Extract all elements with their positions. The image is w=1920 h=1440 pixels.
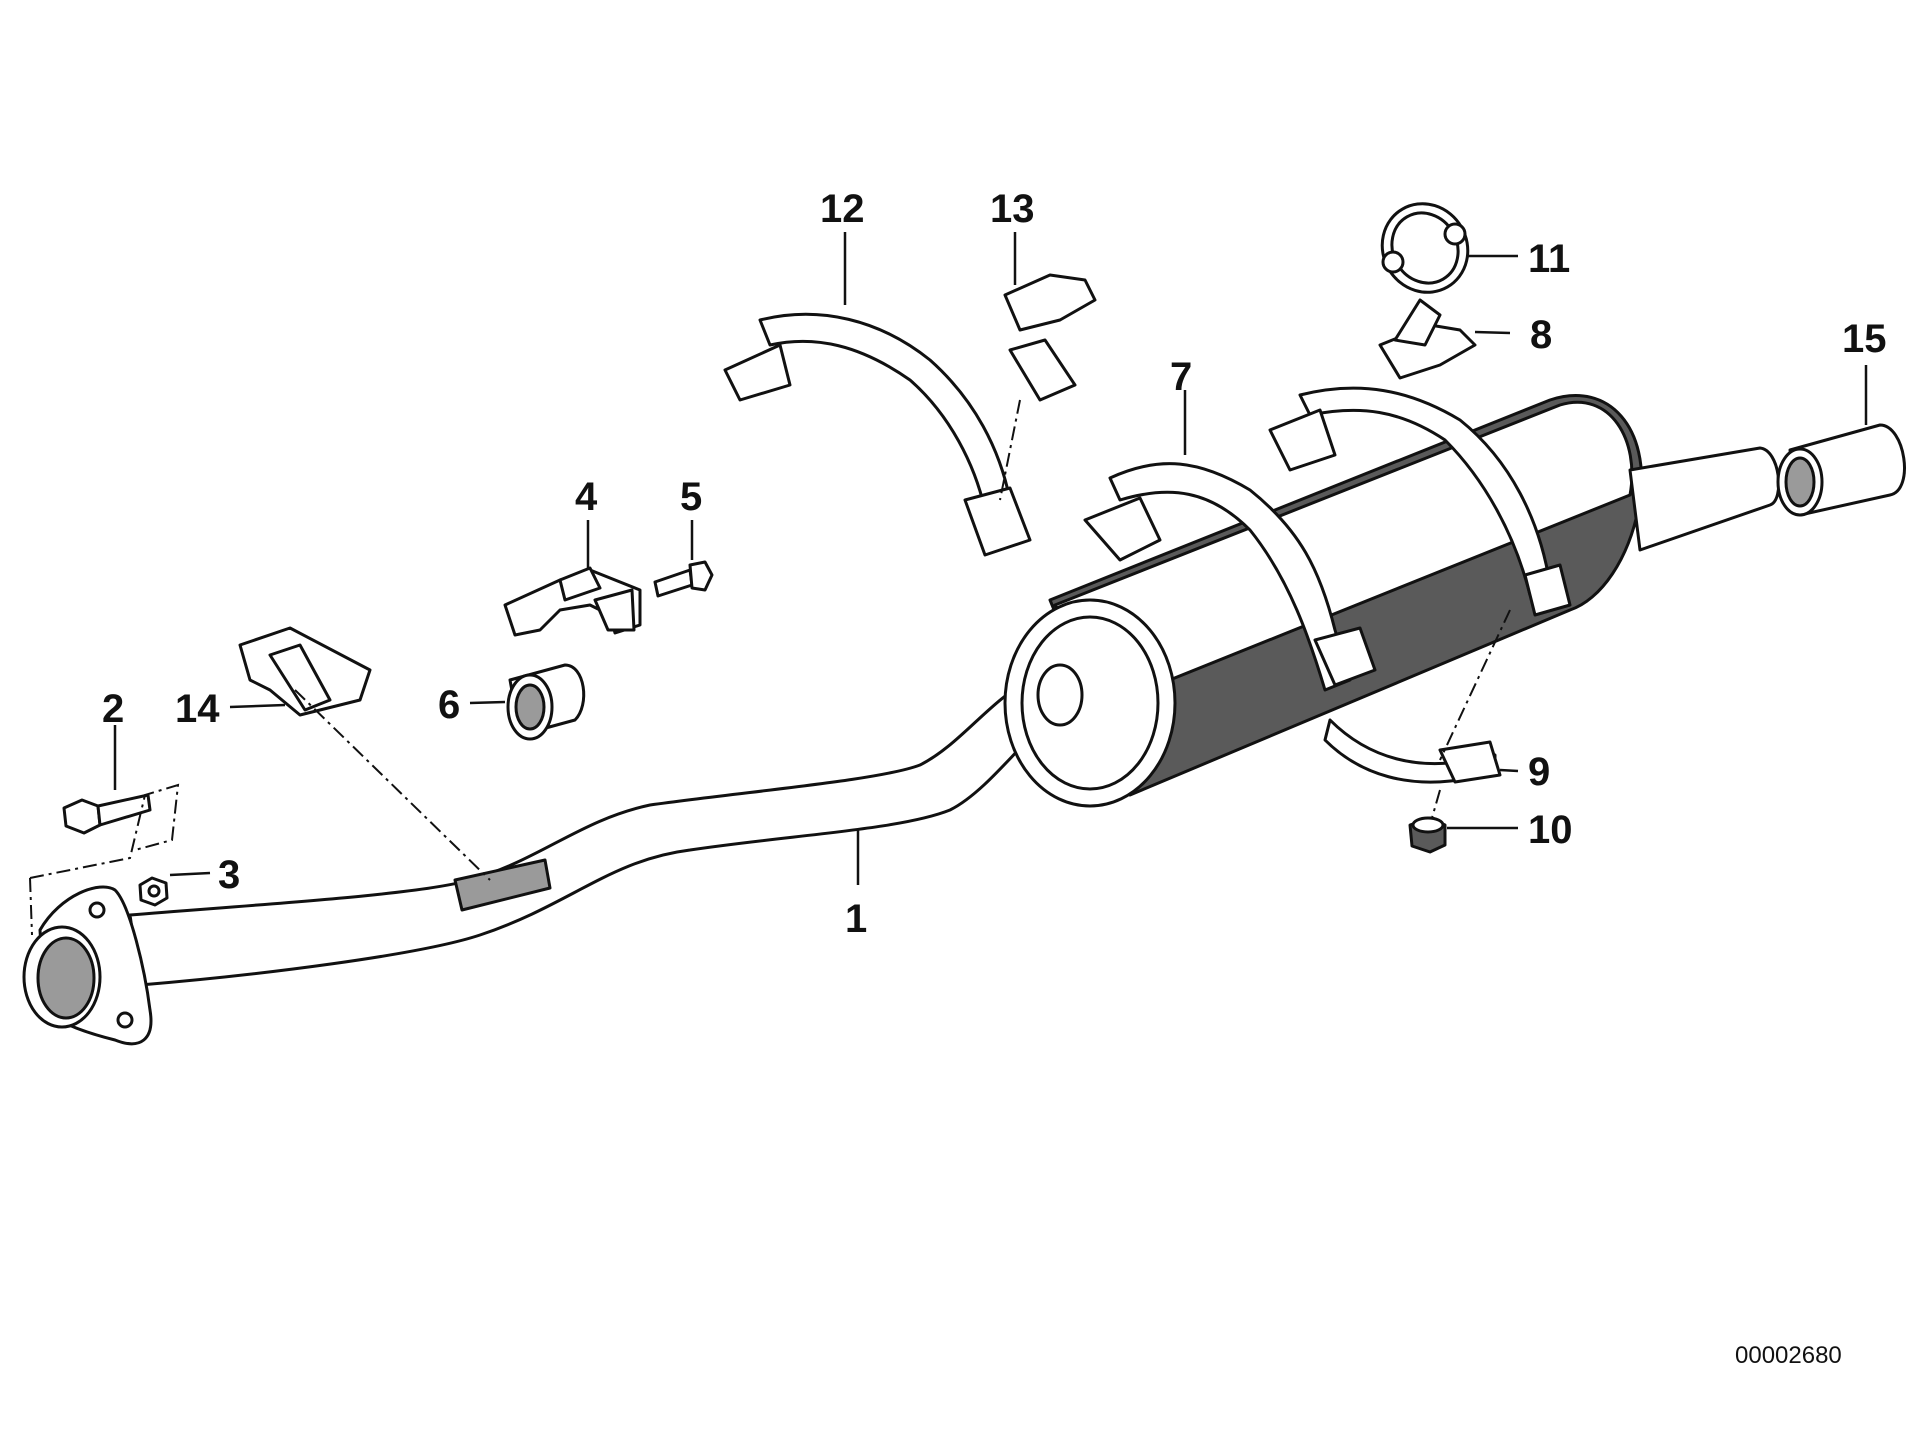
clamp-bracket[interactable] (1378, 298, 1477, 380)
screw[interactable] (653, 560, 714, 598)
lower-strap[interactable] (1323, 718, 1502, 784)
bracket[interactable] (503, 566, 642, 637)
callout-13: 13 (990, 187, 1035, 231)
callout-1: 1 (845, 897, 867, 941)
callout-6: 6 (438, 683, 460, 727)
callout-14: 14 (175, 687, 220, 731)
callout-8: 8 (1530, 313, 1552, 357)
callout-2: 2 (102, 687, 124, 731)
callout-5: 5 (680, 475, 702, 519)
callout-9: 9 (1528, 750, 1550, 794)
callout-7: 7 (1170, 355, 1192, 399)
bolt[interactable] (62, 793, 152, 835)
clamp-strap[interactable] (723, 312, 1032, 557)
muffler-strap-front[interactable] (1083, 462, 1377, 692)
gasket-ring[interactable] (1366, 188, 1484, 308)
callout-11: 11 (1528, 237, 1570, 281)
callout-10: 10 (1528, 808, 1573, 852)
diagram-reference-number: 00002680 (1735, 1342, 1842, 1369)
nut[interactable] (138, 876, 169, 907)
callout-12: 12 (820, 187, 865, 231)
sleeve[interactable] (1776, 423, 1906, 517)
clip-bracket[interactable] (1003, 273, 1097, 402)
muffler-strap-rear[interactable] (1268, 386, 1572, 617)
callout-4: 4 (575, 475, 598, 519)
callout-3: 3 (218, 853, 240, 897)
heat-shield[interactable] (238, 626, 372, 717)
rubber-nut[interactable] (1408, 816, 1447, 854)
rubber-bushing[interactable] (506, 663, 586, 741)
callout-15: 15 (1842, 317, 1887, 361)
